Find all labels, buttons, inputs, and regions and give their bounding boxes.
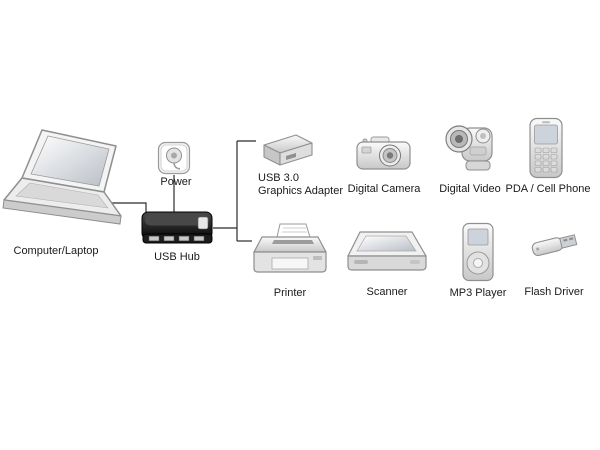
usb-hub-icon	[141, 211, 213, 244]
usb-hub-label: USB Hub	[154, 251, 200, 263]
digital-video-icon	[445, 125, 493, 171]
flash-driver-label: Flash Driver	[524, 286, 584, 298]
mp3-player-label: MP3 Player	[449, 287, 507, 299]
connector-laptop-hub	[112, 202, 147, 212]
power-adapter-icon	[157, 141, 191, 175]
graphics-adapter-label-line1: USB 3.0	[258, 172, 299, 184]
graphics-adapter-icon	[263, 134, 313, 166]
digital-camera-icon	[356, 136, 411, 170]
flash-drive-icon	[531, 234, 578, 257]
printer-icon	[253, 223, 327, 273]
computer-laptop-label: Computer/Laptop	[13, 245, 99, 257]
printer-label: Printer	[273, 287, 307, 299]
power-label: Power	[160, 176, 192, 188]
scanner-label: Scanner	[366, 286, 408, 298]
graphics-adapter-label: USB 3.0 Graphics Adapter	[258, 172, 350, 198]
mp3-player-icon	[462, 222, 494, 282]
pda-cell-phone-icon	[529, 117, 563, 179]
digital-camera-label: Digital Camera	[347, 183, 421, 195]
scanner-icon	[347, 231, 427, 271]
digital-video-label: Digital Video	[439, 183, 501, 195]
pda-cell-phone-label: PDA / Cell Phone	[505, 183, 591, 195]
laptop-icon	[2, 129, 122, 225]
graphics-adapter-label-line2: Graphics Adapter	[258, 185, 343, 197]
